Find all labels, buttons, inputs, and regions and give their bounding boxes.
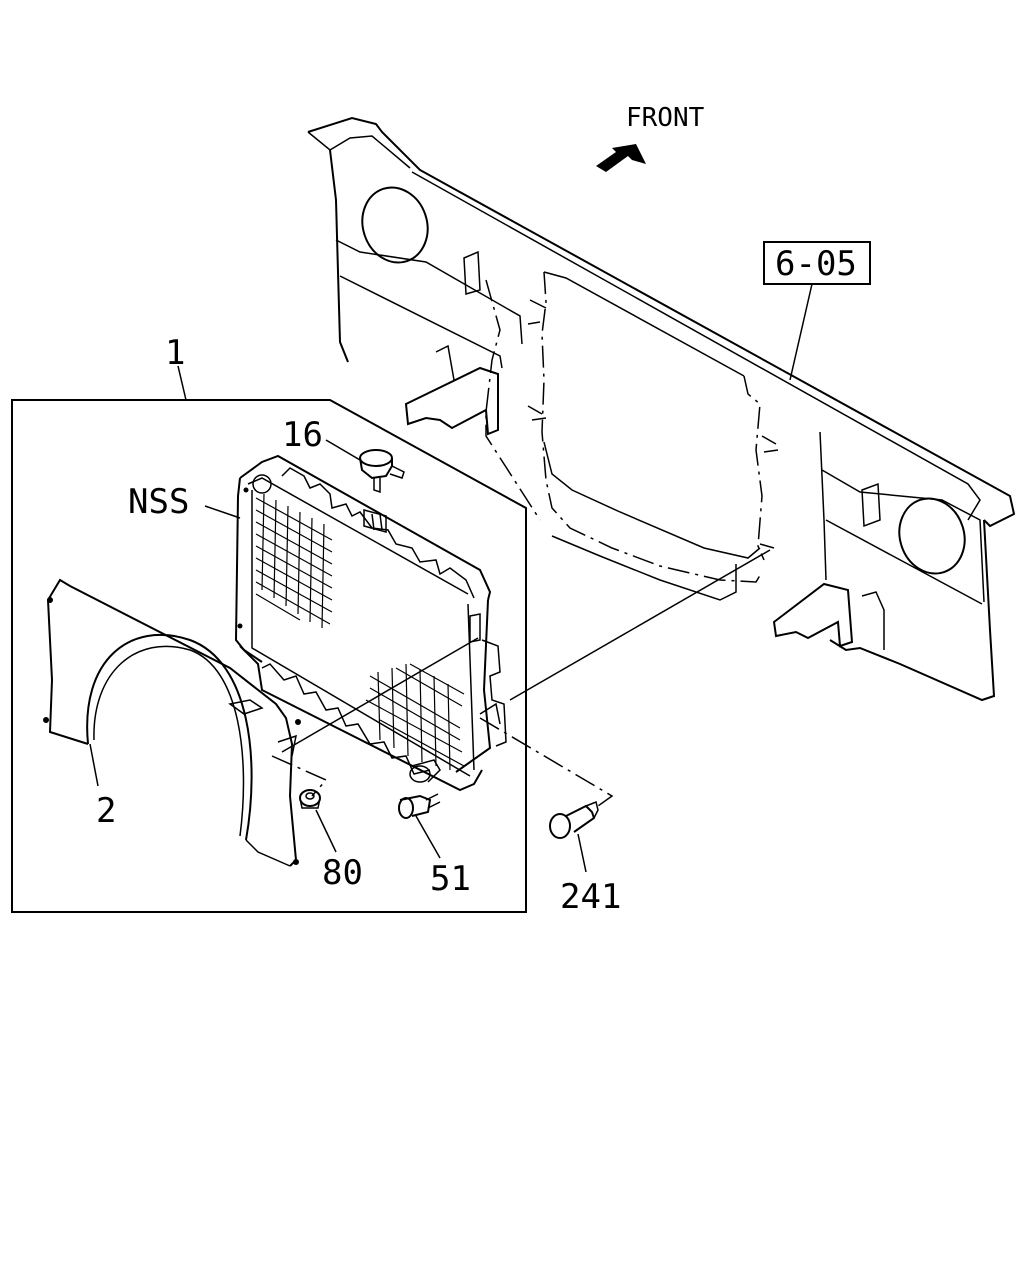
shroud-leader bbox=[89, 743, 99, 787]
callout-cap[interactable]: 16 bbox=[282, 415, 323, 455]
nut-leader bbox=[315, 809, 337, 853]
callout-shroud[interactable]: 2 bbox=[96, 791, 116, 831]
front-panel bbox=[307, 116, 1016, 702]
front-label: FRONT bbox=[626, 103, 705, 133]
core-mesh-lower bbox=[365, 663, 465, 771]
core-mesh-upper bbox=[255, 493, 333, 629]
callout-nut[interactable]: 80 bbox=[322, 853, 363, 893]
callout-bolt[interactable]: 241 bbox=[560, 877, 621, 917]
bolt-leader bbox=[577, 833, 587, 873]
bolt bbox=[549, 800, 599, 839]
fan-shroud bbox=[43, 578, 301, 867]
nut bbox=[299, 789, 321, 809]
nss-leader bbox=[204, 505, 241, 519]
drain-leader bbox=[415, 815, 441, 859]
reference-label: 6-05 bbox=[775, 244, 857, 284]
reference-leader bbox=[789, 283, 813, 381]
radiator bbox=[234, 454, 507, 792]
assembly-leader bbox=[177, 365, 187, 401]
assembly-frame bbox=[11, 365, 527, 913]
alignment-lines bbox=[271, 549, 771, 807]
front-indicator: FRONT bbox=[596, 103, 705, 172]
cap-leader bbox=[325, 439, 361, 461]
callout-nss[interactable]: NSS bbox=[128, 482, 189, 522]
drain-cock bbox=[398, 793, 441, 819]
callout-drain[interactable]: 51 bbox=[430, 859, 471, 899]
radiator-cap bbox=[359, 449, 405, 531]
front-arrow-icon bbox=[596, 144, 646, 172]
reference-box bbox=[763, 241, 871, 285]
callout-assembly[interactable]: 1 bbox=[165, 333, 185, 373]
reference-callout[interactable]: 6-05 bbox=[763, 241, 871, 381]
